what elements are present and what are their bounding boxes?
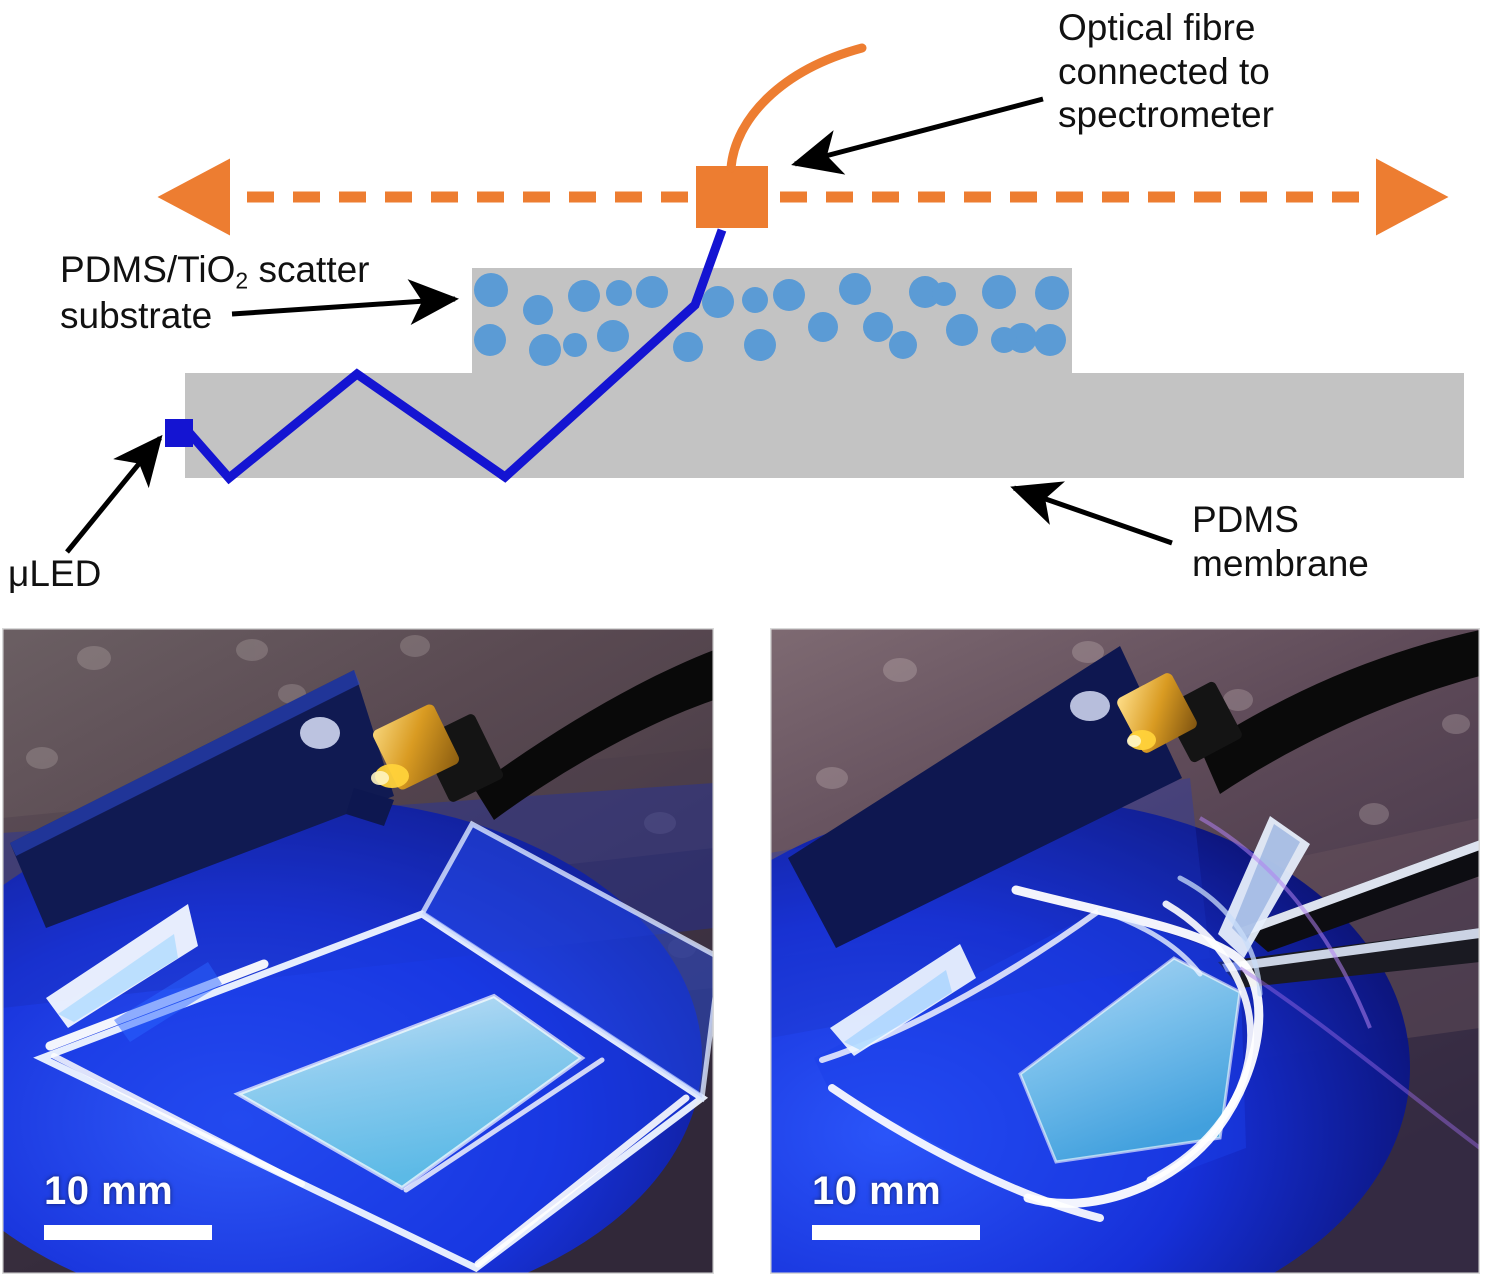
scalebar-rule [44, 1225, 212, 1240]
photo-right-canvas [770, 628, 1480, 1274]
light-ray-path [182, 228, 727, 485]
microled-source [165, 419, 193, 447]
coax-cable [474, 650, 714, 820]
label-optical-fibre: Optical fibre connected to spectrometer [1058, 7, 1274, 136]
schematic-diagram: Optical fibre connected to spectrometer … [0, 0, 1488, 620]
leader-arrow-fibre [791, 96, 1044, 175]
pcb-plate [788, 646, 1182, 948]
scalebar-rule [812, 1225, 980, 1240]
label-scatter-subscript: 2 [235, 267, 249, 294]
scalebar-right: 10 mm [812, 1169, 980, 1240]
photo-bent-membrane: 10 mm [770, 628, 1480, 1274]
pcb-plate [10, 670, 394, 928]
label-scatter-part1: PDMS/TiO [60, 249, 236, 290]
scatter-patch-glow [238, 996, 582, 1188]
leader-arrow-uled [65, 434, 163, 554]
coax-cable [1200, 630, 1480, 794]
leader-arrow-scatter [231, 279, 459, 326]
scalebar-left: 10 mm [44, 1169, 212, 1240]
photograph-row: 10 mm [0, 628, 1488, 1278]
pdms-membrane-slab [185, 373, 1464, 478]
label-scatter-substrate: PDMS/TiO2 scatter substrate [60, 248, 460, 338]
fibre-detector-head [696, 166, 768, 228]
label-pdms-membrane: PDMS membrane [1192, 499, 1369, 584]
membrane-rim-highlight [1011, 885, 1264, 1208]
label-scatter-part2: scatter substrate [60, 249, 370, 337]
scalebar-label: 10 mm [44, 1169, 174, 1213]
schematic-canvas [65, 43, 1464, 554]
scalebar-label: 10 mm [812, 1169, 942, 1213]
photo-left-canvas [2, 628, 714, 1274]
scatter-substrate-block [472, 268, 1072, 374]
fibre-cable [726, 43, 867, 173]
label-uled: μLED [8, 553, 102, 594]
photo-flat-membrane: 10 mm [2, 628, 714, 1274]
leader-arrow-membrane [1010, 481, 1173, 546]
scatter-particles [474, 273, 1069, 366]
scatter-patch-glow [1020, 958, 1240, 1162]
